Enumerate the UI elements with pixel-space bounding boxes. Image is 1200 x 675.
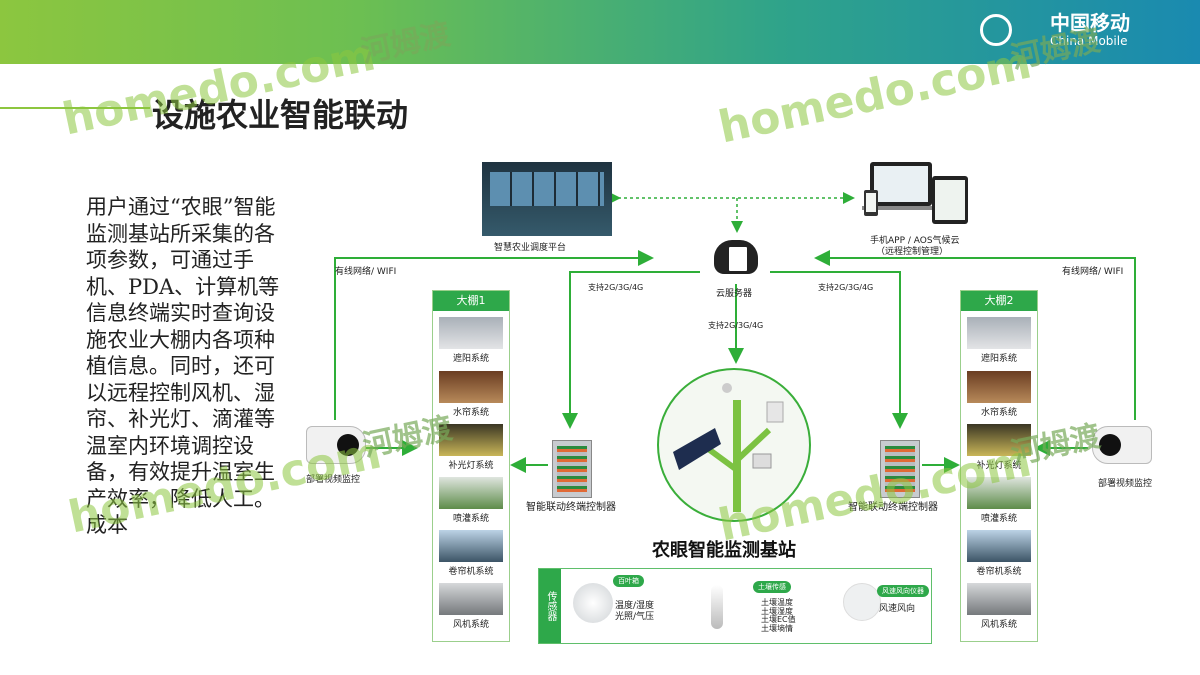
shed1-panel: 大棚1 遮阳系统 水帘系统 补光灯系统 喷灌系统 卷帘机系统 风机系统 <box>432 290 510 642</box>
shed2-item: 喷灌系统 <box>967 477 1031 524</box>
left-controller-label: 智能联动终端控制器 <box>526 502 616 513</box>
sensor3-text: 风速风向 <box>879 604 916 614</box>
left-camera-icon <box>306 426 366 464</box>
wired-right-label: 有线网络/ WIFI <box>1062 267 1124 277</box>
mobile-label: 手机APP / AOS气候云 <box>870 236 960 246</box>
video-wall-icon <box>490 172 604 206</box>
cell-right-label: 支持2G/3G/4G <box>818 283 874 292</box>
shed1-item: 风机系统 <box>439 583 503 630</box>
left-controller-icon <box>552 440 592 498</box>
sensor2-text: 土壤温度 土壤湿度 土壤EC值 土壤墒情 <box>761 598 796 633</box>
weather-station-icon <box>673 383 784 512</box>
station-title: 农眼智能监测基站 <box>652 540 796 561</box>
cell-center-label: 支持2G/3G/4G <box>708 321 764 330</box>
cloud-right-controller-link <box>770 271 908 429</box>
right-camera-cloud-link <box>814 250 1136 420</box>
brand-en: China Mobile <box>1050 34 1128 48</box>
china-mobile-logo-icon <box>980 14 1012 46</box>
shed2-item: 补光灯系统 <box>967 424 1031 471</box>
shed1-item: 遮阳系统 <box>439 317 503 364</box>
wired-left-label: 有线网络/ WIFI <box>335 267 397 277</box>
devices-icon <box>862 162 968 224</box>
right-camera-icon <box>1092 426 1152 464</box>
control-center-image <box>482 162 612 236</box>
sensor-panel: 传感器 百叶箱 温度/湿度 光照/气压 土壤传感 土壤温度 土壤湿度 土壤EC值… <box>538 568 932 644</box>
sensor1-text: 温度/湿度 光照/气压 <box>615 601 655 622</box>
title-accent-line <box>0 107 150 109</box>
right-camera-label: 部署视频监控 <box>1098 479 1153 489</box>
brand-logo: 中国移动 China Mobile <box>1050 11 1130 50</box>
left-camera-cloud-link <box>334 250 654 420</box>
cloud-server-icon <box>714 240 758 274</box>
sensor-tag: 传感器 <box>539 569 561 643</box>
shed2-item: 遮阳系统 <box>967 317 1031 364</box>
right-controller-label: 智能联动终端控制器 <box>848 502 938 513</box>
mobile-sublabel: （远程控制管理） <box>876 247 949 257</box>
cloud-left-controller-link <box>562 271 700 429</box>
brand-cn: 中国移动 <box>1050 11 1130 35</box>
shed1-item: 卷帘机系统 <box>439 530 503 577</box>
sensor2-chip: 土壤传感 <box>753 581 791 593</box>
left-camera-label: 部署视频监控 <box>306 475 361 485</box>
shed1-title: 大棚1 <box>433 291 509 311</box>
shed2-panel: 大棚2 遮阳系统 水帘系统 补光灯系统 喷灌系统 卷帘机系统 风机系统 <box>960 290 1038 642</box>
monitoring-station <box>657 368 811 522</box>
wind-sensor-icon <box>843 583 881 621</box>
shed2-item: 风机系统 <box>967 583 1031 630</box>
shed2-item: 水帘系统 <box>967 371 1031 418</box>
louver-box-icon <box>573 583 613 623</box>
sensor1-chip: 百叶箱 <box>613 575 644 587</box>
cell-left-label: 支持2G/3G/4G <box>588 283 644 292</box>
shed1-item: 补光灯系统 <box>439 424 503 471</box>
shed2-title: 大棚2 <box>961 291 1037 311</box>
slide-description: 用户通过“农眼”智能监测基站所采集的各项参数，可通过手机、PDA、计算机等信息终… <box>86 195 280 537</box>
platform-label: 智慧农业调度平台 <box>494 243 567 253</box>
right-controller-icon <box>880 440 920 498</box>
slide-title: 设施农业智能联动 <box>152 96 409 134</box>
cloud-label: 云服务器 <box>716 289 753 299</box>
shed1-item: 水帘系统 <box>439 371 503 418</box>
sensor3-chip: 风速风向仪器 <box>877 585 929 597</box>
shed1-item: 喷灌系统 <box>439 477 503 524</box>
soil-probe-icon <box>711 585 723 629</box>
server-doc-icon <box>727 245 749 273</box>
shed2-item: 卷帘机系统 <box>967 530 1031 577</box>
